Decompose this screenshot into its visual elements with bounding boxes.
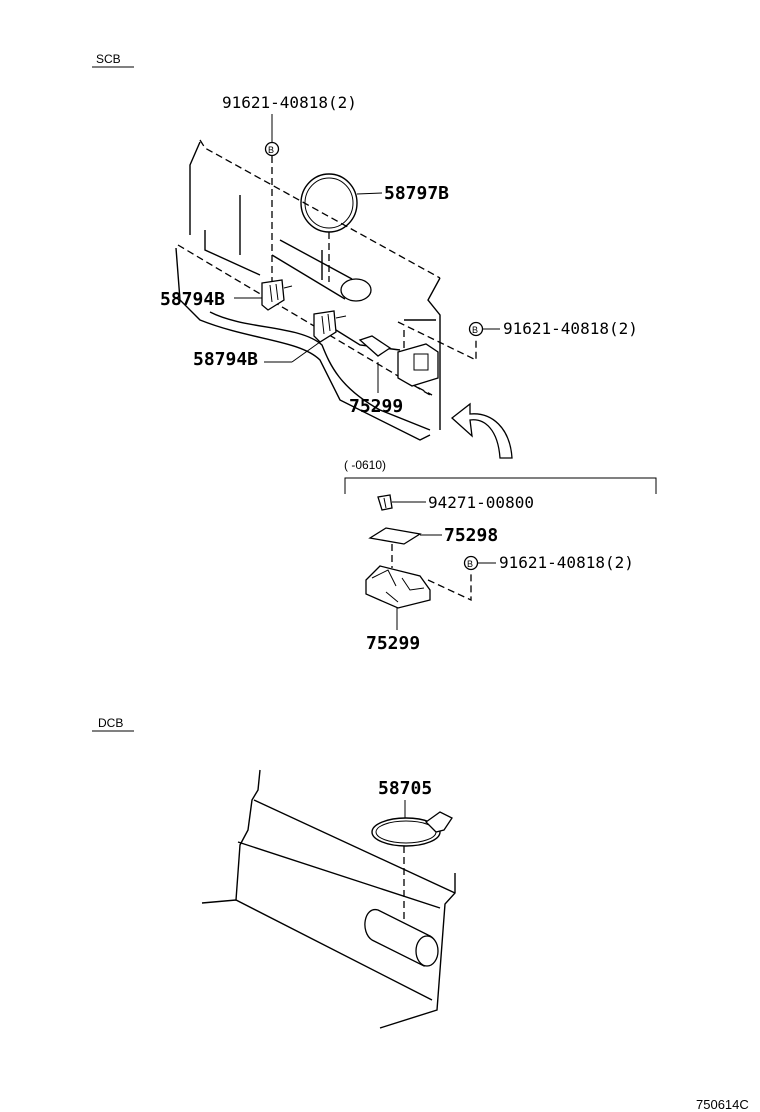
curved-arrow-icon: [450, 402, 513, 459]
scb-panel: [175, 139, 441, 441]
plate: 75298: [368, 525, 498, 568]
callout-b-icon: [463, 555, 479, 571]
nut: 94271-00800: [377, 493, 534, 512]
bracket-main: 75299: [335, 329, 439, 417]
bracket-main-slot: [413, 353, 429, 371]
callout-b-icon: [264, 141, 280, 157]
drawing-code: 750614C: [696, 1097, 749, 1112]
bracket-inset-body: [365, 565, 431, 609]
label-bolt-top: 91621-40818(2): [222, 93, 357, 112]
dcb-panel: [201, 769, 456, 1029]
label-bolt-right: 91621-40818(2): [503, 319, 638, 338]
ring-dcb-tab: [424, 811, 453, 833]
callout-b-letter: B: [472, 325, 478, 335]
clip-upper-shape: [261, 279, 285, 311]
bracket-main-arm: [358, 335, 392, 357]
bracket-main-body: [397, 343, 439, 387]
callout-b-icon: [468, 321, 484, 337]
section-heading-scb: SCB: [96, 52, 121, 66]
bolt-top: 91621-40818(2) B: [222, 93, 357, 285]
section-heading-dcb: DCB: [98, 716, 123, 730]
label-ring-dcb: 58705: [378, 778, 432, 799]
clip-lower: 58794B: [193, 310, 347, 370]
label-bracket-main: 75299: [349, 396, 403, 417]
label-cap-seal: 58797B: [384, 183, 449, 204]
label-clip-lower: 58794B: [193, 349, 258, 370]
date-range-bracket: [344, 477, 657, 494]
callout-b-letter: B: [268, 145, 274, 155]
clip-lower-shape: [313, 310, 337, 343]
bolt-inset: B 91621-40818(2): [427, 553, 634, 602]
label-bolt-inset: 91621-40818(2): [499, 553, 634, 572]
seal-ring-outer: [300, 173, 358, 233]
label-clip-upper: 58794B: [160, 289, 225, 310]
bracket-inset: 75299: [365, 565, 431, 654]
label-plate: 75298: [444, 525, 498, 546]
ring-dcb-outer: [371, 817, 441, 847]
callout-b-letter: B: [467, 559, 473, 569]
bolt-right: B 91621-40818(2): [397, 319, 638, 362]
cap-seal-ring: 58797B: [300, 173, 449, 282]
clip-upper: 58794B: [160, 279, 293, 311]
label-bracket-inset: 75299: [366, 633, 420, 654]
label-nut: 94271-00800: [428, 493, 534, 512]
plate-shape: [368, 527, 422, 545]
scb-tail-pipe: [340, 278, 372, 302]
seal-ring-inner: [304, 177, 354, 229]
ring-dcb: 58705: [371, 778, 453, 920]
ring-dcb-inner: [375, 820, 437, 844]
label-date-range: ( -0610): [344, 458, 386, 472]
